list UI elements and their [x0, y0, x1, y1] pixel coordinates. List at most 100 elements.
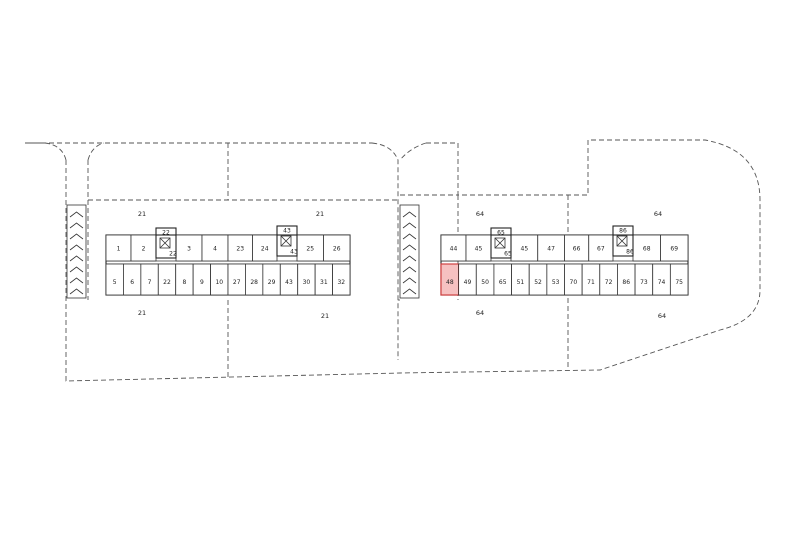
unit-number: 50 — [481, 279, 489, 286]
ramp-chevron — [402, 211, 417, 218]
ramp-chevron — [69, 222, 84, 229]
elevator-box — [159, 237, 171, 249]
ramp-chevron — [402, 277, 417, 284]
unit-number: 72 — [605, 279, 613, 286]
elevator-box — [616, 235, 628, 247]
ramp-chevron — [402, 233, 417, 240]
stair-label: 43 — [290, 249, 298, 256]
unit-number: 45 — [475, 246, 483, 253]
ramp-chevron — [69, 277, 84, 284]
unit-number: 45 — [521, 246, 529, 253]
ramp-left — [66, 204, 87, 299]
unit-top[interactable] — [465, 234, 492, 262]
unit-number: 71 — [587, 279, 595, 286]
unit-number: 5 — [113, 279, 117, 286]
area-label: 64 — [476, 309, 484, 317]
stair-core — [155, 227, 177, 259]
ramp-chevron — [69, 266, 84, 273]
unit-number: 23 — [236, 246, 244, 253]
unit-number: 9 — [200, 279, 204, 286]
unit-top[interactable] — [588, 234, 614, 262]
stair-label: 65 — [497, 230, 505, 237]
stair-label: 86 — [626, 249, 634, 256]
stair-label: 43 — [283, 228, 291, 235]
unit-top[interactable] — [227, 234, 253, 262]
ramp-chevron — [402, 288, 417, 295]
unit-number: 32 — [337, 279, 345, 286]
unit-number: 69 — [670, 246, 678, 253]
elevator-cross-icon — [159, 237, 171, 249]
area-label: 21 — [138, 309, 146, 317]
unit-top[interactable] — [440, 234, 467, 262]
unit-top[interactable] — [323, 234, 351, 262]
unit-number: 10 — [215, 279, 223, 286]
stair-core — [276, 225, 298, 257]
unit-number: 51 — [517, 279, 525, 286]
unit-top[interactable] — [105, 234, 132, 262]
unit-number: 28 — [250, 279, 258, 286]
area-label: 64 — [476, 210, 484, 218]
stair-core — [490, 227, 512, 259]
unit-number: 30 — [303, 279, 311, 286]
unit-number: 7 — [148, 279, 152, 286]
elevator-box — [494, 237, 506, 249]
unit-number: 2 — [142, 246, 146, 253]
ramp-right — [399, 204, 420, 299]
unit-top[interactable] — [201, 234, 229, 262]
unit-number: 8 — [183, 279, 187, 286]
unit-number: 66 — [573, 246, 581, 253]
ramp-chevron — [402, 222, 417, 229]
unit-number: 27 — [233, 279, 241, 286]
unit-number: 1 — [117, 246, 121, 253]
unit-number: 26 — [333, 246, 341, 253]
unit-number: 6 — [130, 279, 134, 286]
stair-label: 22 — [169, 251, 177, 258]
unit-number: 73 — [640, 279, 648, 286]
area-label: 21 — [321, 312, 329, 320]
ramp-chevron — [69, 288, 84, 295]
unit-number: 74 — [658, 279, 666, 286]
unit-top[interactable] — [660, 234, 689, 262]
unit-number: 86 — [622, 279, 630, 286]
ramp-chevron — [69, 244, 84, 251]
stair-label: 22 — [162, 230, 170, 237]
unit-number: 49 — [464, 279, 472, 286]
unit-number: 52 — [534, 279, 542, 286]
area-label: 64 — [654, 210, 662, 218]
ramp-chevron — [69, 255, 84, 262]
unit-top[interactable] — [510, 234, 539, 262]
unit-bottom[interactable] — [332, 263, 351, 296]
elevator-cross-icon — [494, 237, 506, 249]
unit-number: 3 — [187, 246, 191, 253]
ramp-chevron — [69, 233, 84, 240]
unit-number: 68 — [643, 246, 651, 253]
ramp-chevron — [402, 255, 417, 262]
area-label: 21 — [138, 210, 146, 218]
unit-number: 24 — [261, 246, 269, 253]
unit-number: 31 — [320, 279, 328, 286]
ramp-chevron — [69, 211, 84, 218]
unit-number: 70 — [570, 279, 578, 286]
unit-number: 67 — [597, 246, 605, 253]
unit-bottom[interactable] — [669, 263, 689, 296]
unit-number: 47 — [547, 246, 555, 253]
area-label: 21 — [316, 210, 324, 218]
unit-number: 75 — [675, 279, 683, 286]
unit-number: 22 — [163, 279, 171, 286]
unit-number: 4 — [213, 246, 217, 253]
unit-number: 43 — [285, 279, 293, 286]
ramp-chevron — [402, 266, 417, 273]
stair-label: 65 — [504, 251, 512, 258]
unit-number: 65 — [499, 279, 507, 286]
stair-core — [612, 225, 634, 257]
elevator-box — [280, 235, 292, 247]
elevator-cross-icon — [616, 235, 628, 247]
unit-number: 53 — [552, 279, 560, 286]
unit-number: 44 — [450, 246, 458, 253]
stair-label: 86 — [619, 228, 627, 235]
unit-top[interactable] — [252, 234, 278, 262]
area-label: 64 — [658, 312, 666, 320]
